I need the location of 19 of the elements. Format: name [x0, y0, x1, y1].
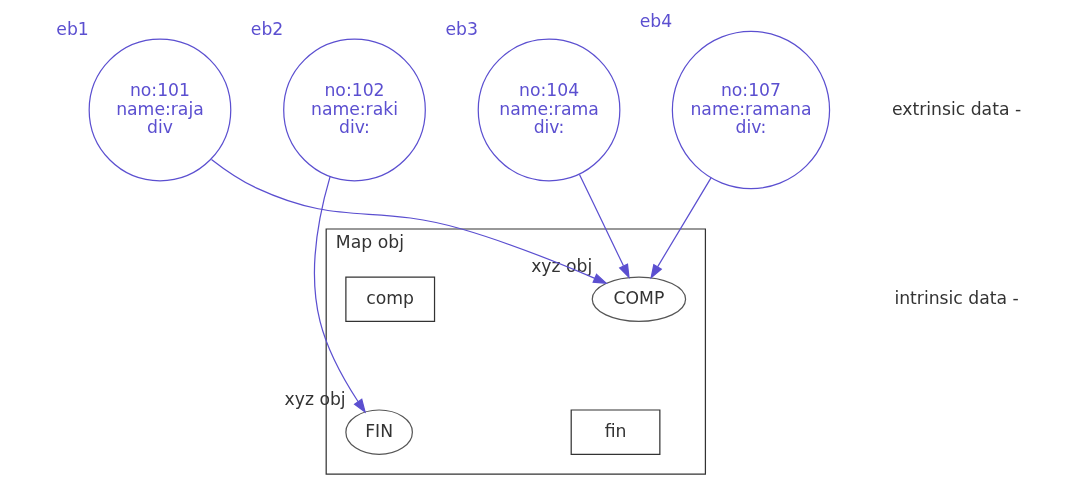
node-label: xyz obj: [530, 256, 592, 277]
arrow: [578, 173, 630, 279]
node-box: comp: [344, 276, 435, 322]
node-box: fin: [570, 409, 660, 455]
arrow: [313, 176, 366, 414]
label: intrinsic data -: [893, 287, 1019, 308]
arrow: [649, 176, 712, 280]
node-circle: no:104 name:rama div:: [477, 38, 620, 182]
arrow: [210, 158, 608, 284]
label: extrinsic data -: [891, 98, 1021, 119]
node-circle: no:102 name:raki div:: [282, 38, 426, 182]
node-ellipse: FIN: [344, 409, 413, 455]
node-label: eb1: [55, 18, 89, 39]
node-label: eb2: [250, 18, 283, 39]
node-label: eb3: [444, 18, 478, 39]
node-circle: no:101 name:raja div: [88, 38, 231, 182]
node-label: eb4: [639, 10, 672, 31]
node-ellipse: COMP: [591, 276, 686, 322]
node-circle: no:107 name:ramana div:: [671, 30, 830, 190]
